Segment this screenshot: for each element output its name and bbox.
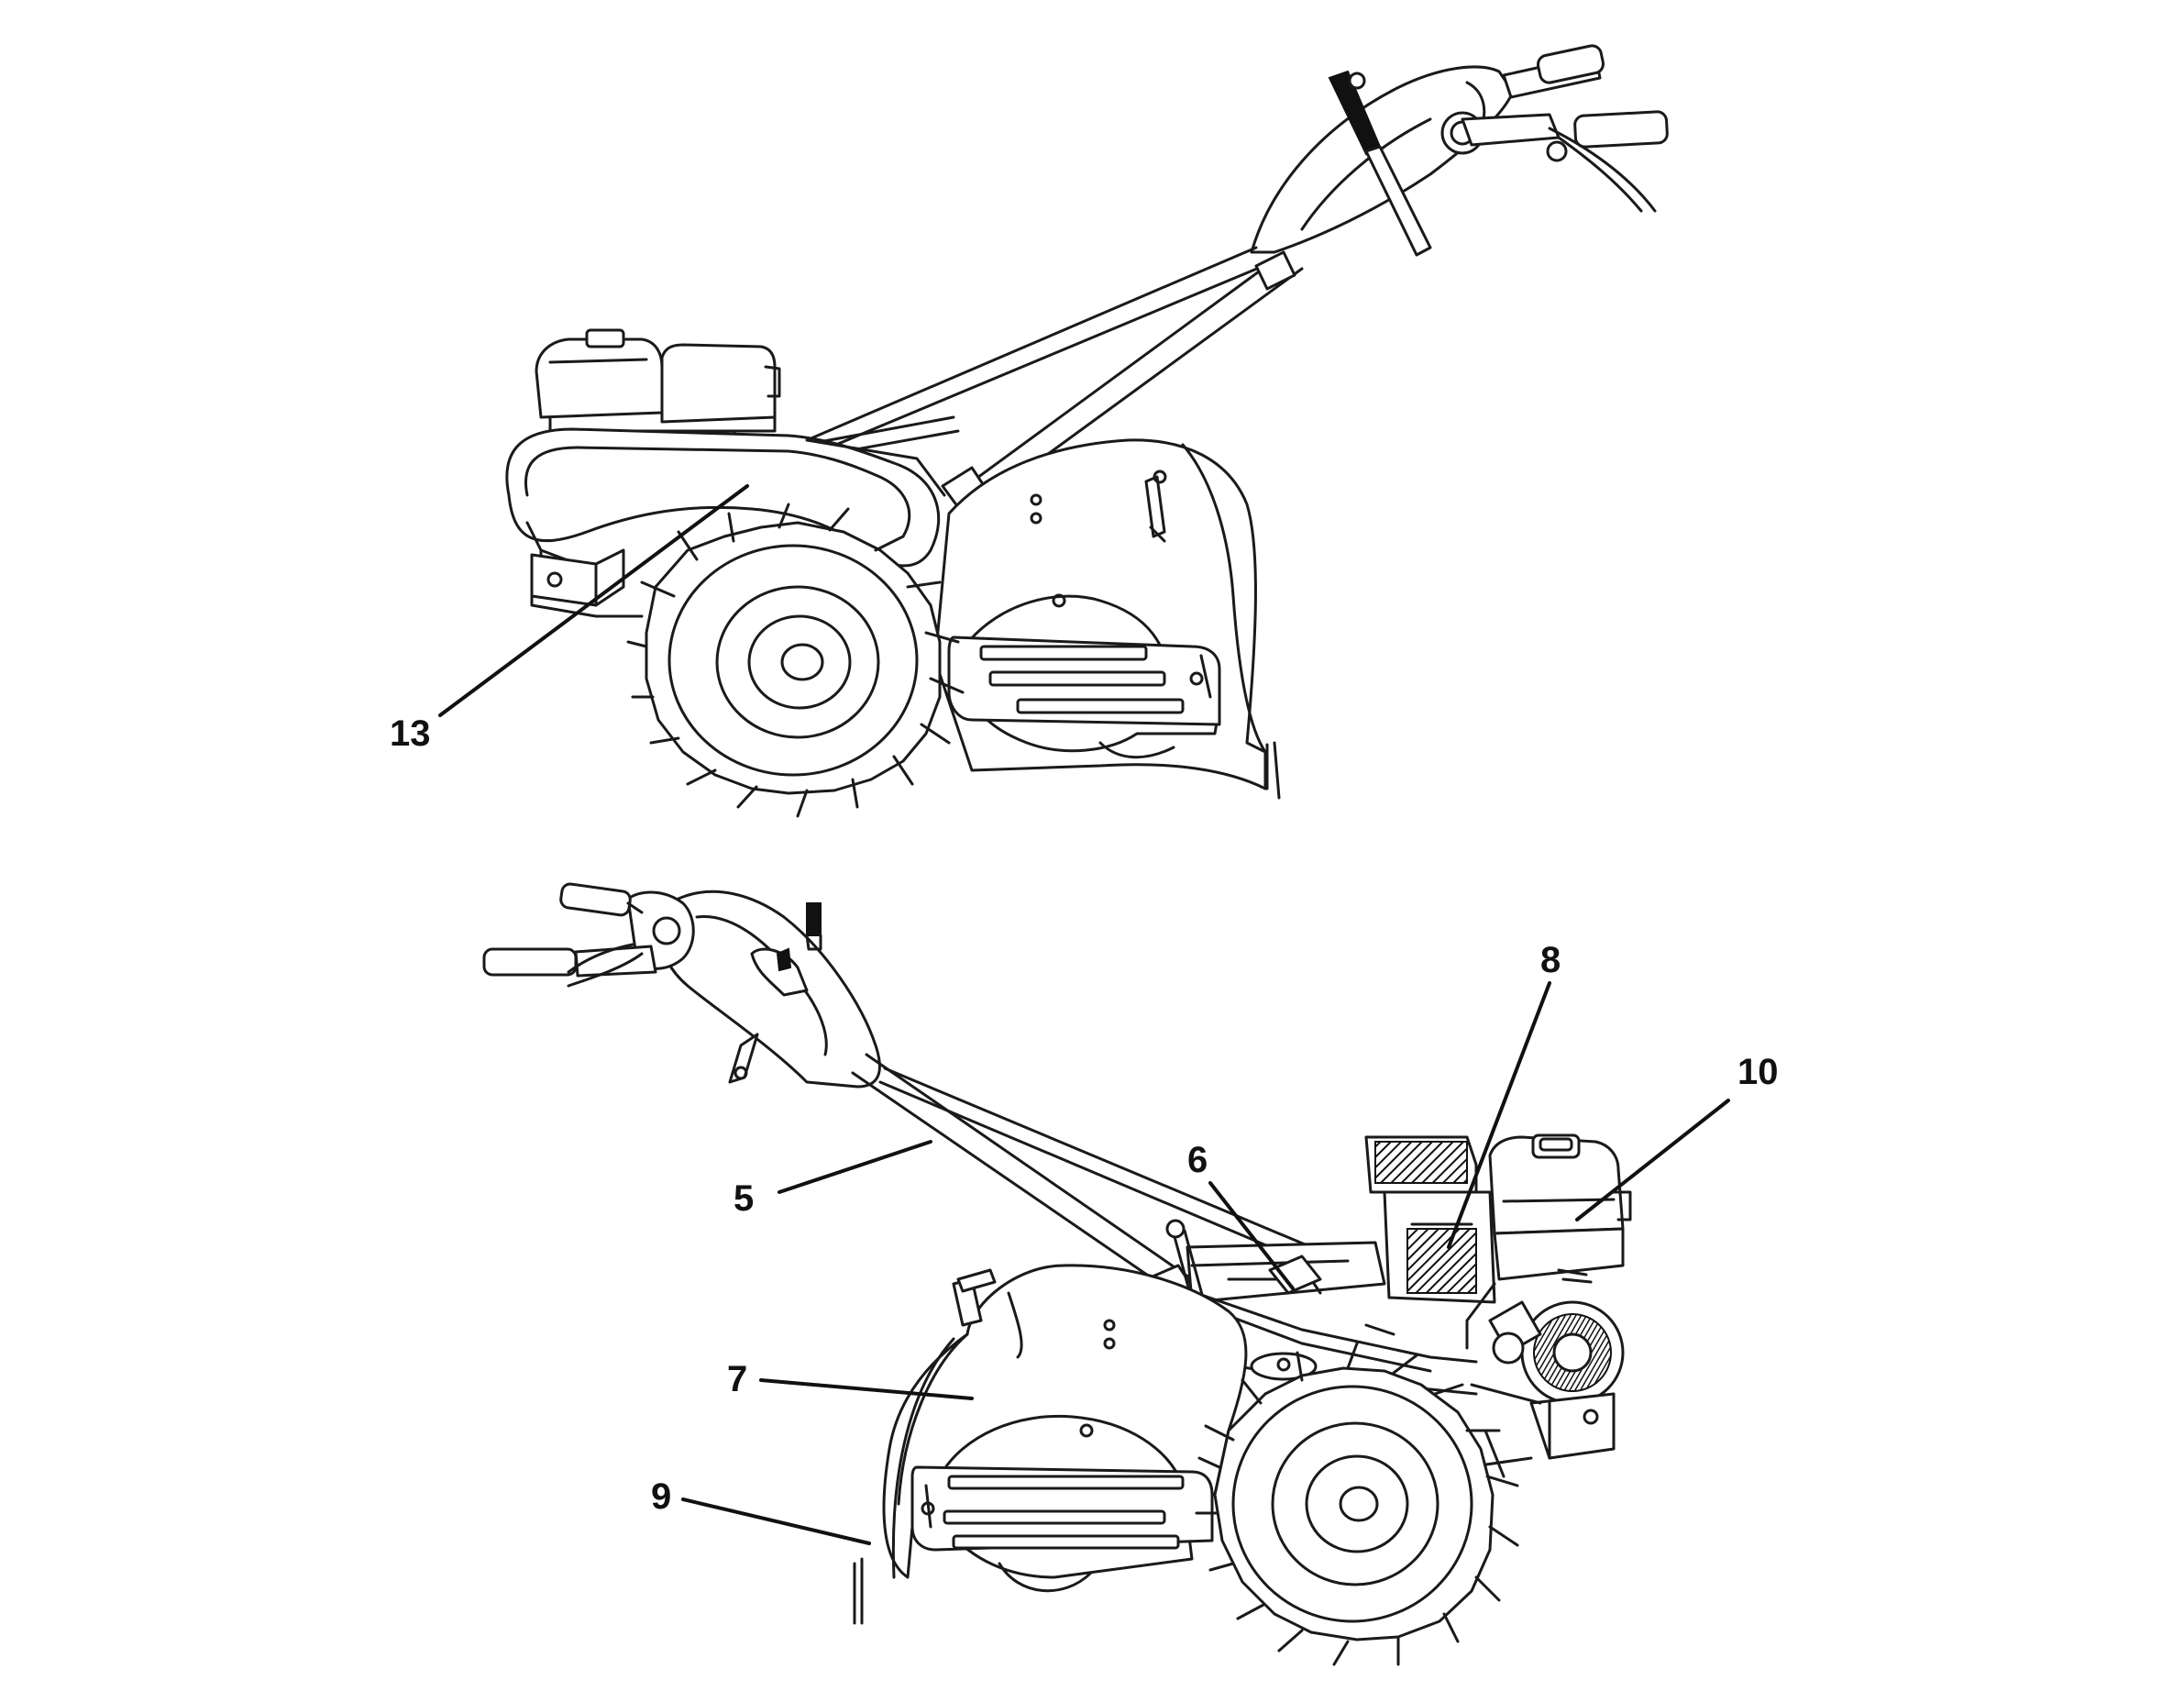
callout-10: 10 xyxy=(1575,1052,1779,1221)
tiller-bottom-view: 8 10 6 5 7 9 xyxy=(482,882,1779,1666)
bottom-wheel xyxy=(1195,1342,1519,1666)
top-bracket xyxy=(530,548,644,618)
bottom-tine-shield xyxy=(910,1414,1214,1593)
callout-7: 7 xyxy=(727,1359,974,1400)
callout-8-label: 8 xyxy=(1540,940,1561,980)
callout-6: 6 xyxy=(1187,1140,1295,1290)
callout-7-label: 7 xyxy=(727,1359,747,1399)
callout-10-label: 10 xyxy=(1737,1052,1779,1092)
callout-8-leader xyxy=(1447,981,1551,1249)
bottom-engine xyxy=(1364,1133,1632,1460)
callout-7-leader xyxy=(759,1378,974,1400)
callout-9-label: 9 xyxy=(651,1476,671,1517)
top-tine-shield xyxy=(947,593,1221,759)
top-handlebar xyxy=(1250,44,1669,257)
callout-6-label: 6 xyxy=(1187,1140,1208,1180)
bottom-handlebar xyxy=(482,882,881,1089)
callout-5-leader xyxy=(778,1140,932,1194)
tiller-top-view: 13 xyxy=(390,44,1669,818)
callout-5: 5 xyxy=(734,1140,932,1219)
callout-5-label: 5 xyxy=(734,1178,754,1219)
top-wheel xyxy=(626,503,965,818)
callout-9: 9 xyxy=(651,1476,871,1545)
callout-13-leader xyxy=(438,484,749,717)
callout-10-leader xyxy=(1575,1099,1730,1221)
callout-13-label: 13 xyxy=(390,713,431,754)
callout-9-leader xyxy=(681,1498,871,1545)
callout-8: 8 xyxy=(1447,940,1561,1249)
callout-13: 13 xyxy=(390,484,749,754)
callout-6-leader xyxy=(1208,1181,1295,1290)
